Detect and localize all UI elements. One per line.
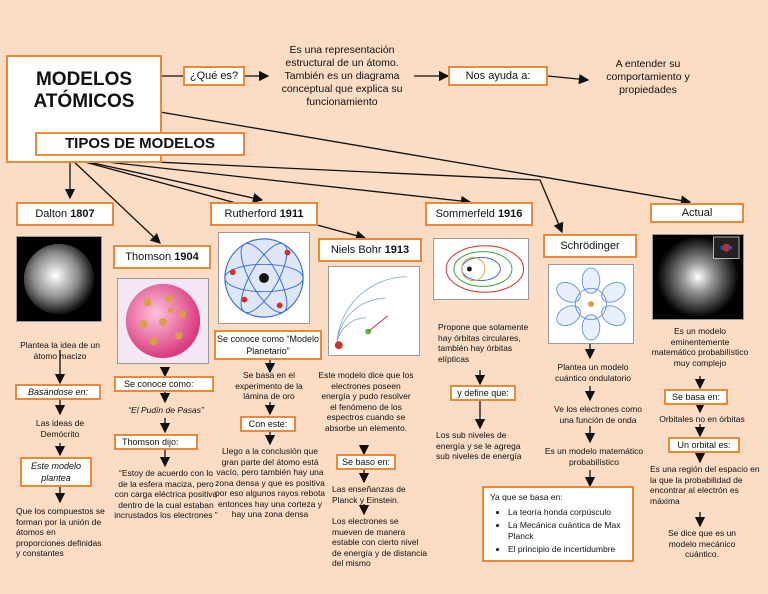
dalton-text-2: Las ideas de Demócrito xyxy=(35,418,85,439)
model-bohr: Niels Bohr 1913 xyxy=(318,238,422,262)
sommerfeld-text-2: Los sub niveles de energía y se le agreg… xyxy=(436,430,522,461)
list-item: La teoría honda corpúsculo xyxy=(508,507,626,518)
dalton-atom-image xyxy=(16,236,102,322)
model-dalton-year: 1807 xyxy=(70,208,95,220)
thomson-text-2: “Estoy de acuerdo con lo de la esfera ma… xyxy=(114,468,218,520)
list-item: La Mecánica cuántica de Max Planck xyxy=(508,520,626,541)
model-sommerfeld-name: Sommerfeld xyxy=(435,208,495,220)
sommerfeld-label-1: y define que: xyxy=(450,385,516,401)
actual-text-1: Es un modelo eminentemente matemático pr… xyxy=(651,326,749,368)
rutherford-text-1: Se basa en el experimento de la lámina d… xyxy=(235,370,303,401)
sommerfeld-text-1: Propone que solamente hay órbitas circul… xyxy=(438,322,529,364)
model-bohr-name: Niels Bohr xyxy=(330,244,382,256)
question-box: ¿Qué es? xyxy=(183,66,245,86)
actual-label-1: Se basa en: xyxy=(664,389,728,405)
actual-label-2: Un orbital es: xyxy=(668,437,740,453)
model-rutherford-year: 1911 xyxy=(279,208,304,220)
model-dalton: Dalton 1807 xyxy=(16,202,114,226)
model-schrodinger: Schrödinger xyxy=(543,234,637,258)
thomson-text-1: “El Pudín de Pasas” xyxy=(128,405,204,415)
dalton-label-1: Basándose en: xyxy=(15,384,101,400)
dalton-text-1: Plantea la idea de un átomo macizo xyxy=(20,340,100,361)
schrodinger-text-2: Ve los electrones como una función de on… xyxy=(554,404,642,425)
definition-text: Es una representación estructural de un … xyxy=(281,44,403,108)
bohr-atom-image xyxy=(328,266,420,356)
bohr-text-2: Las enseñanzas de Planck y Einstein. xyxy=(332,484,406,505)
types-title: TIPOS DE MODELOS xyxy=(35,132,245,156)
model-sommerfeld-year: 1916 xyxy=(497,208,523,220)
thomson-atom-image xyxy=(117,278,209,364)
model-thomson-year: 1904 xyxy=(174,251,199,263)
rutherford-label-2: Con este: xyxy=(240,416,296,432)
sommerfeld-atom-image xyxy=(433,238,529,300)
actual-text-3: Es una región del espacio en la que la p… xyxy=(650,464,760,506)
schrodinger-atom-image xyxy=(548,264,634,344)
main-title-line1: MODELOS xyxy=(35,69,133,90)
rutherford-text-2: Llego a la conclusión que gran parte del… xyxy=(214,446,326,519)
model-actual: Actual xyxy=(650,203,744,223)
helps-box: Nos ayuda a: xyxy=(448,66,548,86)
helps-result-text: A entender su comportamiento y propiedad… xyxy=(606,58,690,96)
dalton-label-2: Este modelo plantea xyxy=(20,457,92,487)
actual-text-4: Se dice que es un modelo mecánico cuánti… xyxy=(667,528,737,559)
thomson-label-2: Thomson dijo: xyxy=(114,434,198,450)
model-bohr-year: 1913 xyxy=(384,244,410,256)
model-sommerfeld: Sommerfeld 1916 xyxy=(425,202,533,226)
main-title-line2: ATÓMICOS xyxy=(33,91,135,112)
bohr-label-1: Se baso en: xyxy=(336,454,396,470)
schrodinger-list-title: Ya que se basa en: xyxy=(490,492,563,502)
model-thomson: Thomson 1904 xyxy=(113,245,211,269)
actual-atom-image xyxy=(652,234,744,320)
schrodinger-list: La teoría honda corpúsculo La Mecánica c… xyxy=(490,507,626,555)
dalton-text-3: Que los compuestos se forman por la unió… xyxy=(16,506,105,558)
bohr-text-1: Este modelo dice que los electrones pose… xyxy=(318,370,414,433)
model-thomson-name: Thomson xyxy=(125,251,172,263)
actual-text-2: Orbitales no en órbitas xyxy=(659,414,745,424)
thomson-label-1: Se conoce como: xyxy=(114,376,214,392)
schrodinger-list-box: Ya que se basa en: La teoría honda corpú… xyxy=(482,486,634,562)
bohr-text-3: Los electrones se mueven de manera estab… xyxy=(332,516,427,568)
rutherford-atom-image xyxy=(218,232,310,324)
schrodinger-text-1: Plantea un modelo cuántico ondulatorio xyxy=(554,362,632,383)
rutherford-label-1: Se conoce como “Modelo Planetario” xyxy=(214,330,322,360)
schrodinger-text-3: Es un modelo matemático probabilístico xyxy=(544,446,644,467)
model-rutherford-name: Rutherford xyxy=(224,208,277,220)
model-dalton-name: Dalton xyxy=(35,208,68,220)
model-rutherford: Rutherford 1911 xyxy=(210,202,318,226)
list-item: El principio de incertidumbre xyxy=(508,544,626,555)
